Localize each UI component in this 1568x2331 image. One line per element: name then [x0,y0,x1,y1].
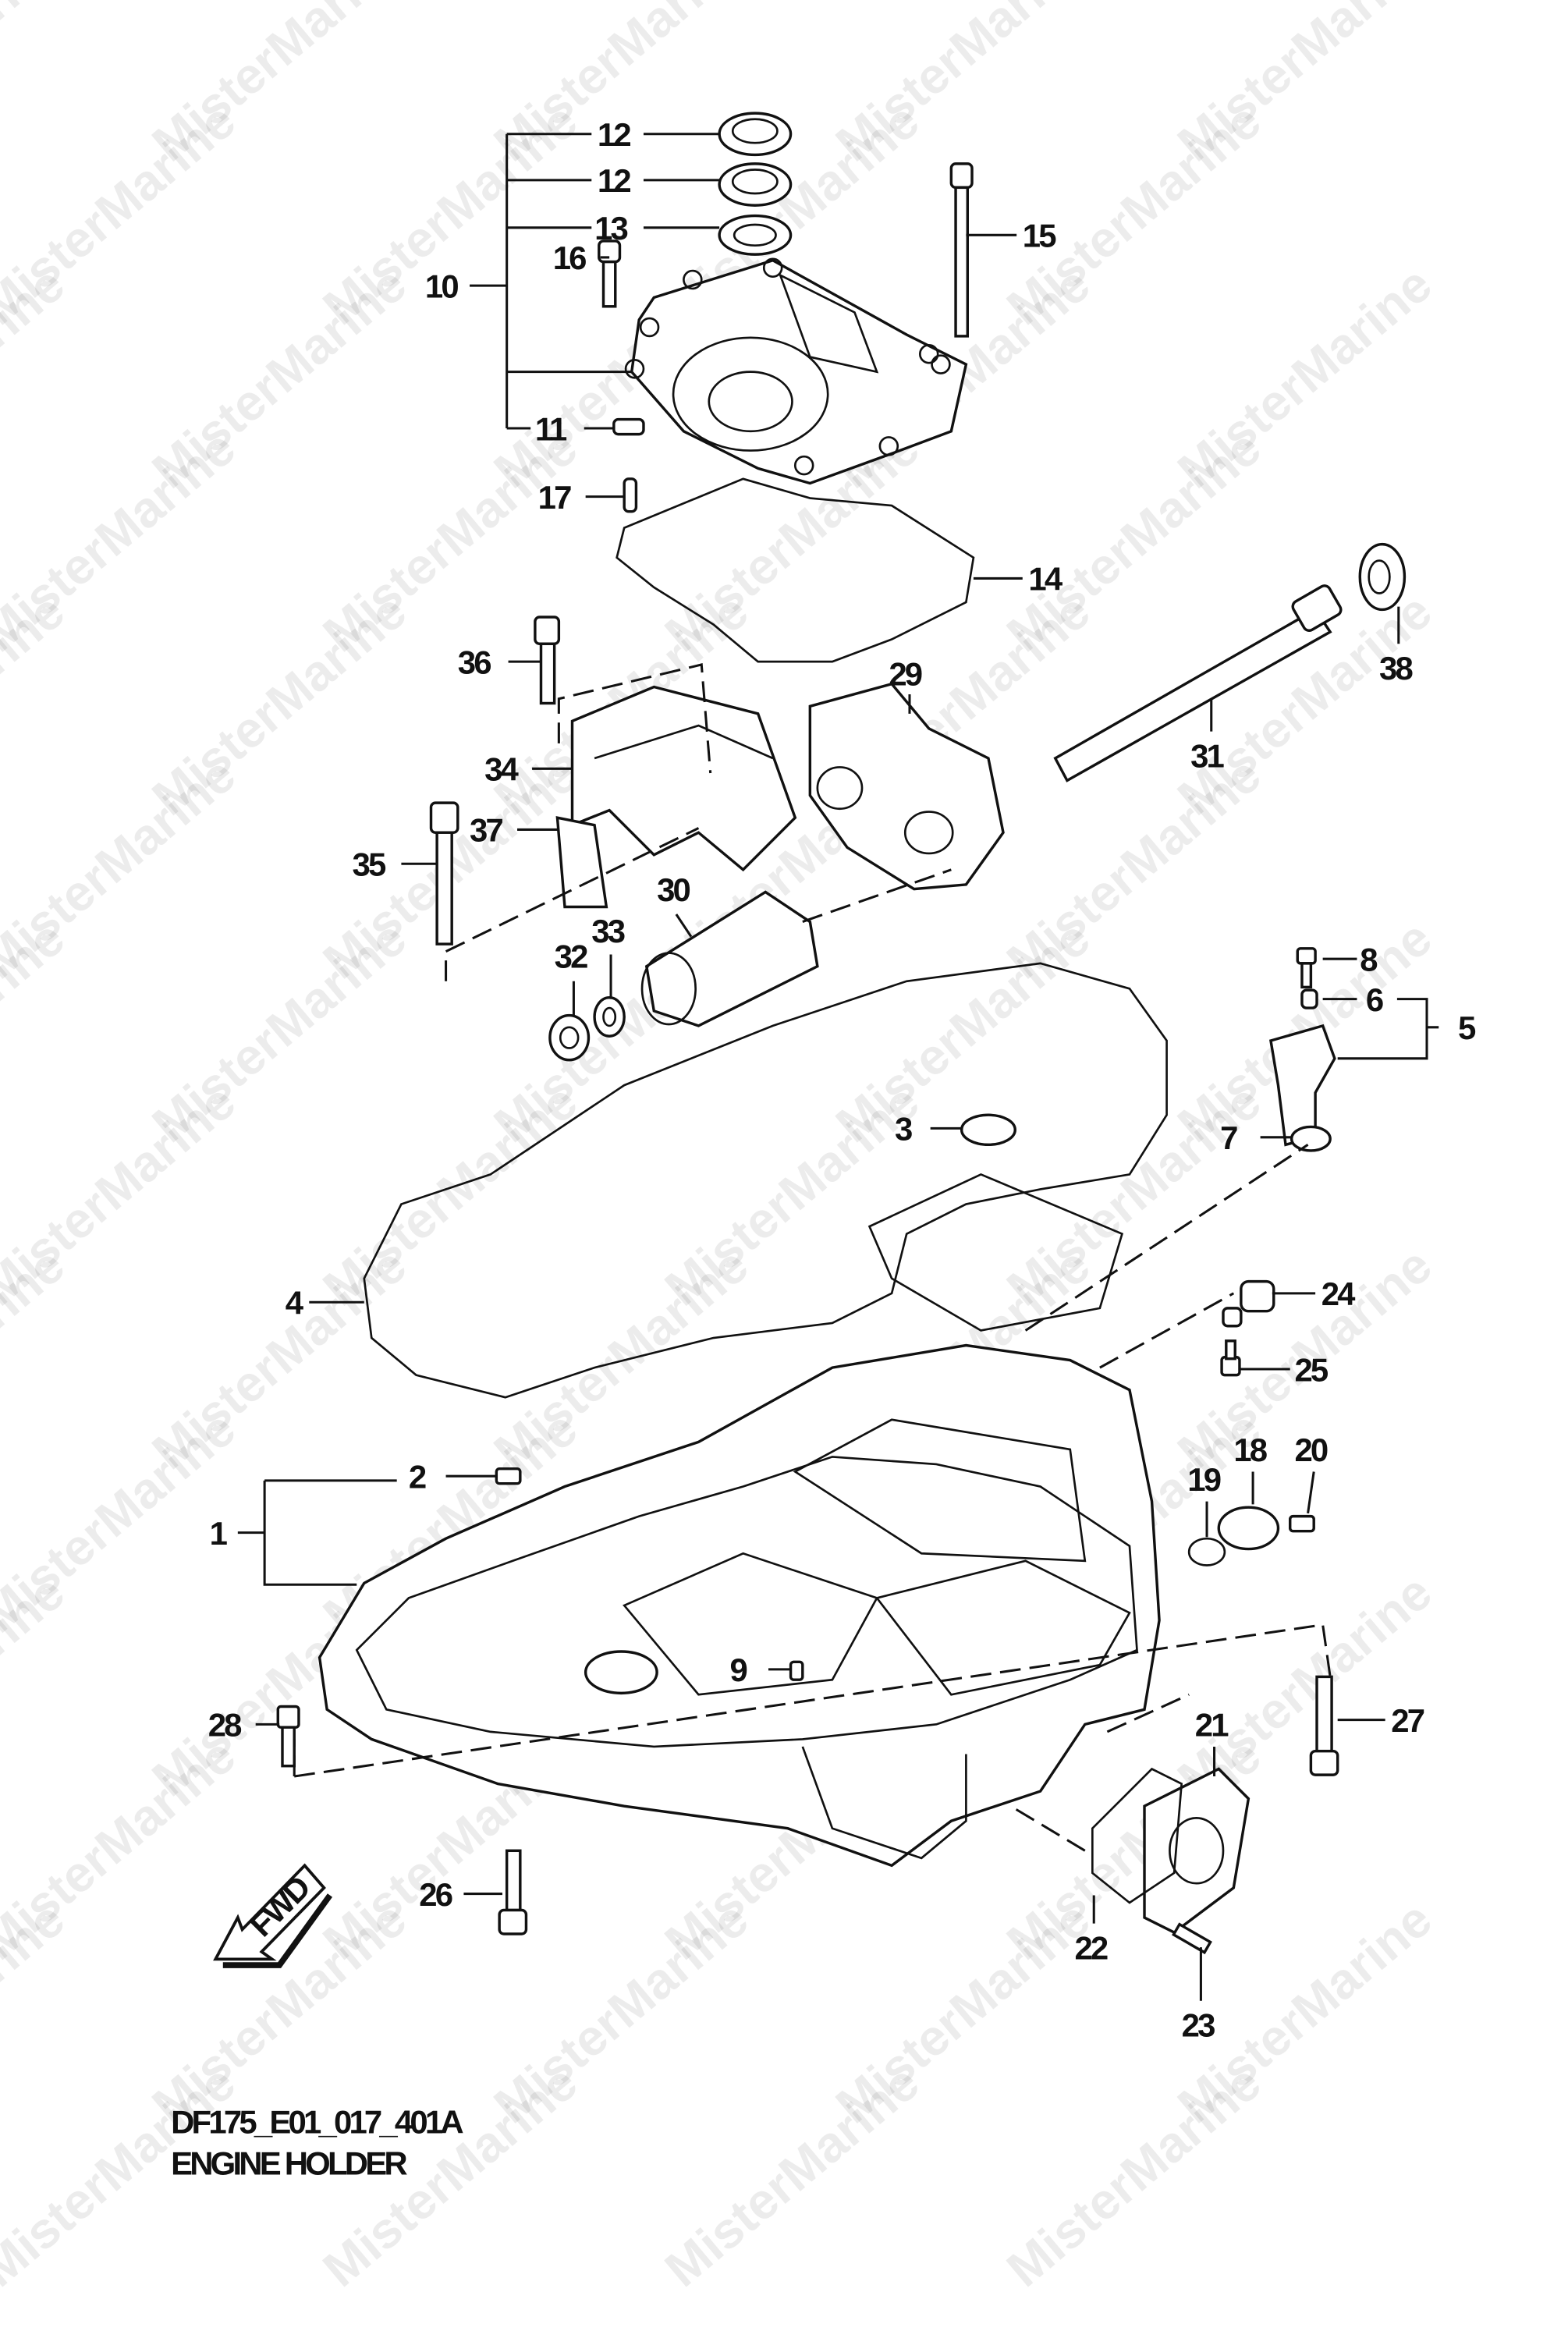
callout-21: 21 [1195,1707,1229,1744]
watermark-text: MisterMarine [0,1890,75,2134]
watermark-text: MisterMarine [0,1236,75,1480]
callout-11: 11 [535,410,567,447]
callout-20: 20 [1294,1432,1327,1468]
diagram-title: ENGINE HOLDER [171,2145,407,2182]
watermark-text: MisterMarine [0,1563,75,1808]
part-gasket-4 [363,962,1168,1399]
part-cover-18 [1217,1506,1280,1551]
part-washer-38 [1358,542,1407,612]
callout-8: 8 [1360,941,1378,977]
part-bolt-8 [1296,947,1317,989]
part-fitting-11 [612,417,645,436]
callout-15: 15 [1023,218,1056,254]
part-pin-6 [1300,988,1318,1009]
callout-13: 13 [594,210,627,247]
callout-labels: 12 12 13 16 15 10 11 17 14 36 29 38 34 3… [208,116,1478,2043]
part-bolt-25 [1220,1339,1241,1377]
callout-31: 31 [1190,737,1224,774]
watermark-text: MisterMarine [996,2053,1272,2297]
callout-34: 34 [484,751,519,788]
part-bracket-34 [570,685,797,872]
part-bolt-23 [1172,1922,1212,1955]
callout-23: 23 [1182,2006,1215,2043]
callout-26: 26 [419,1876,452,1913]
part-oring-7 [1290,1125,1332,1152]
watermark-text: MisterMarine [654,2053,929,2297]
callout-35: 35 [353,846,386,882]
callout-16: 16 [553,239,586,276]
diagram-code: DF175_E01_017_401A [171,2103,463,2140]
part-washer-33 [593,995,626,1038]
part-gasket-22 [1091,1767,1183,1904]
part-cover-21 [1143,1767,1250,1935]
callout-12: 12 [598,162,630,199]
part-bolt-36 [534,616,561,705]
callout-30: 30 [657,871,690,908]
part-nut-32 [548,1013,591,1062]
callout-29: 29 [889,656,921,693]
callout-7: 7 [1220,1119,1237,1156]
callout-25: 25 [1294,1351,1328,1388]
part-pin-9 [789,1660,804,1681]
callout-24: 24 [1321,1275,1356,1312]
part-sensor-24 [1222,1279,1275,1328]
part-gasket-19 [1187,1537,1226,1566]
callout-38: 38 [1379,650,1413,687]
part-cover-10 [624,257,968,485]
part-bolt-28 [276,1705,300,1768]
watermark-text: MisterMarine [0,0,75,172]
callout-9: 9 [729,1652,747,1688]
part-seals [718,112,793,256]
part-gasket-14 [615,477,975,663]
callout-10: 10 [425,268,458,304]
callout-36: 36 [458,644,491,680]
watermark-text: MisterMarine [0,582,75,826]
callout-14: 14 [1028,561,1062,598]
part-bolt-20 [1289,1514,1315,1533]
part-bushing-30 [640,890,819,1027]
watermark-text: MisterMarine [0,255,75,499]
part-elbow-5 [1269,1024,1336,1147]
part-plug-2 [495,1467,522,1485]
callout-3: 3 [895,1111,912,1148]
part-plate-37 [555,816,608,909]
part-bolt-35 [429,801,459,946]
leader-lines [237,133,1439,2001]
callout-4: 4 [286,1285,304,1322]
callout-37: 37 [470,812,502,849]
part-bolt-27 [1309,1675,1339,1776]
part-pin-17 [623,477,638,513]
callout-18: 18 [1233,1432,1267,1468]
callout-6: 6 [1366,981,1383,1018]
watermark-text: MisterMarine [0,909,75,1153]
callout-2: 2 [409,1458,426,1495]
callout-32: 32 [555,938,587,975]
callout-22: 22 [1074,1929,1107,1966]
callout-27: 27 [1391,1702,1424,1739]
callout-33: 33 [591,913,624,949]
callout-19: 19 [1187,1461,1220,1498]
part-shaft-31 [1053,584,1343,782]
callout-17: 17 [538,479,571,516]
part-bolt-26 [498,1849,528,1935]
callout-28: 28 [208,1707,242,1744]
callout-1: 1 [210,1515,228,1552]
part-oil-pan-1 [318,1343,1161,1868]
part-bolt-15 [949,162,974,338]
callout-12: 12 [598,116,630,153]
part-bolt-16 [598,239,622,308]
callout-5: 5 [1458,1009,1476,1046]
part-oring-3 [960,1113,1016,1147]
